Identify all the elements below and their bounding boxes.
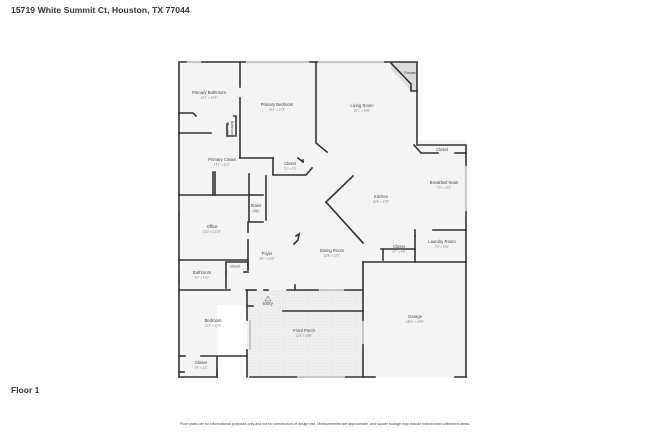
room-dims-dining-room: 12'8" x 13'7"	[324, 254, 340, 258]
room-name-closet-bath: Closet	[230, 265, 240, 269]
room-name-primary-bathroom: Primary Bathroom	[192, 90, 226, 95]
floor-fills	[179, 62, 466, 377]
room-dims-bathroom-ensuite: 4'4" x 6'4"	[226, 121, 230, 134]
room-dims-bathroom: 8'2" x 4'10"	[195, 276, 210, 280]
walls	[178, 61, 467, 378]
room-dims-breakfast-nook: 7'3" x 12'1"	[437, 186, 452, 190]
room-dims-primary-closet: 13'1" x 11'1"	[214, 163, 230, 167]
room-name-primary-bedroom: Primary Bedroom	[261, 102, 294, 107]
room-dims-foyer: 8'1" x 12'0"	[260, 257, 275, 261]
room-dims-primary-bedroom: 14'0" x 17'3"	[269, 108, 285, 112]
room-name-primary-closet: Primary Closet	[208, 157, 236, 162]
room-dims-laundry-room: 9'3" x 6'11"	[435, 245, 450, 249]
room-name-foyer: Foyer	[262, 251, 273, 256]
room-name-bedroom: Bedroom	[205, 318, 223, 323]
room-name-bathroom-ensuite: Bathroom	[230, 121, 234, 135]
room-dims-primary-bathroom: 10'1" x 13'3"	[201, 96, 217, 100]
front-porch-floor	[247, 290, 363, 377]
room-name-closet-bedroom: Closet	[195, 360, 208, 365]
room-name-fireplace: Fireplace	[404, 71, 418, 75]
room-labels: Primary Bathroom 10'1" x 13'3" Primary B…	[192, 71, 459, 370]
room-dims-front-porch: 21'6" x 19'8"	[296, 334, 312, 338]
room-dims-living-room: 20'1" x 19'8"	[354, 109, 370, 113]
room-sub-stairs: (Up)	[253, 209, 260, 213]
room-name-bathroom: Bathroom	[193, 270, 212, 275]
floor-label: Floor 1	[11, 385, 40, 395]
room-dims-bedroom: 12'2" x 12'4"	[205, 324, 221, 328]
room-name-entry: Entry	[263, 301, 274, 306]
room-dims-kitchen: 16'8" x 17'3"	[373, 200, 389, 204]
room-dims-closet-hall: 7'1" x 2'3"	[283, 167, 296, 171]
room-dims-office: 12'2" x 11'10"	[203, 230, 221, 234]
room-dims-closet-kitchen: 5'7" x 4'6"	[392, 250, 405, 254]
room-dims-garage: 18'11" x 20'8"	[406, 320, 424, 324]
disclaimer-text: Floor plans are for informational purpos…	[180, 422, 470, 426]
room-name-closet-nook: Closet	[436, 147, 449, 152]
room-name-garage: Garage	[408, 314, 423, 319]
room-name-breakfast-nook: Breakfast Nook	[430, 180, 460, 185]
room-name-dining-room: Dining Room	[320, 248, 345, 253]
room-name-laundry-room: Laundry Room	[428, 239, 456, 244]
room-name-office: Office	[207, 224, 219, 229]
room-name-stairs: Stairs	[251, 203, 262, 208]
entry-arrow-icon	[264, 295, 272, 302]
room-dims-closet-bedroom: 7'8" x 2'2"	[194, 366, 207, 370]
room-name-closet-kitchen: Closet	[393, 244, 406, 249]
room-name-kitchen: Kitchen	[374, 194, 389, 199]
room-name-living-room: Living Room	[350, 103, 374, 108]
room-name-closet-hall: Closet	[284, 161, 297, 166]
room-name-front-porch: Front Porch	[293, 328, 316, 333]
property-address-title: 15719 White Summit Ct, Houston, TX 77044	[11, 5, 190, 15]
